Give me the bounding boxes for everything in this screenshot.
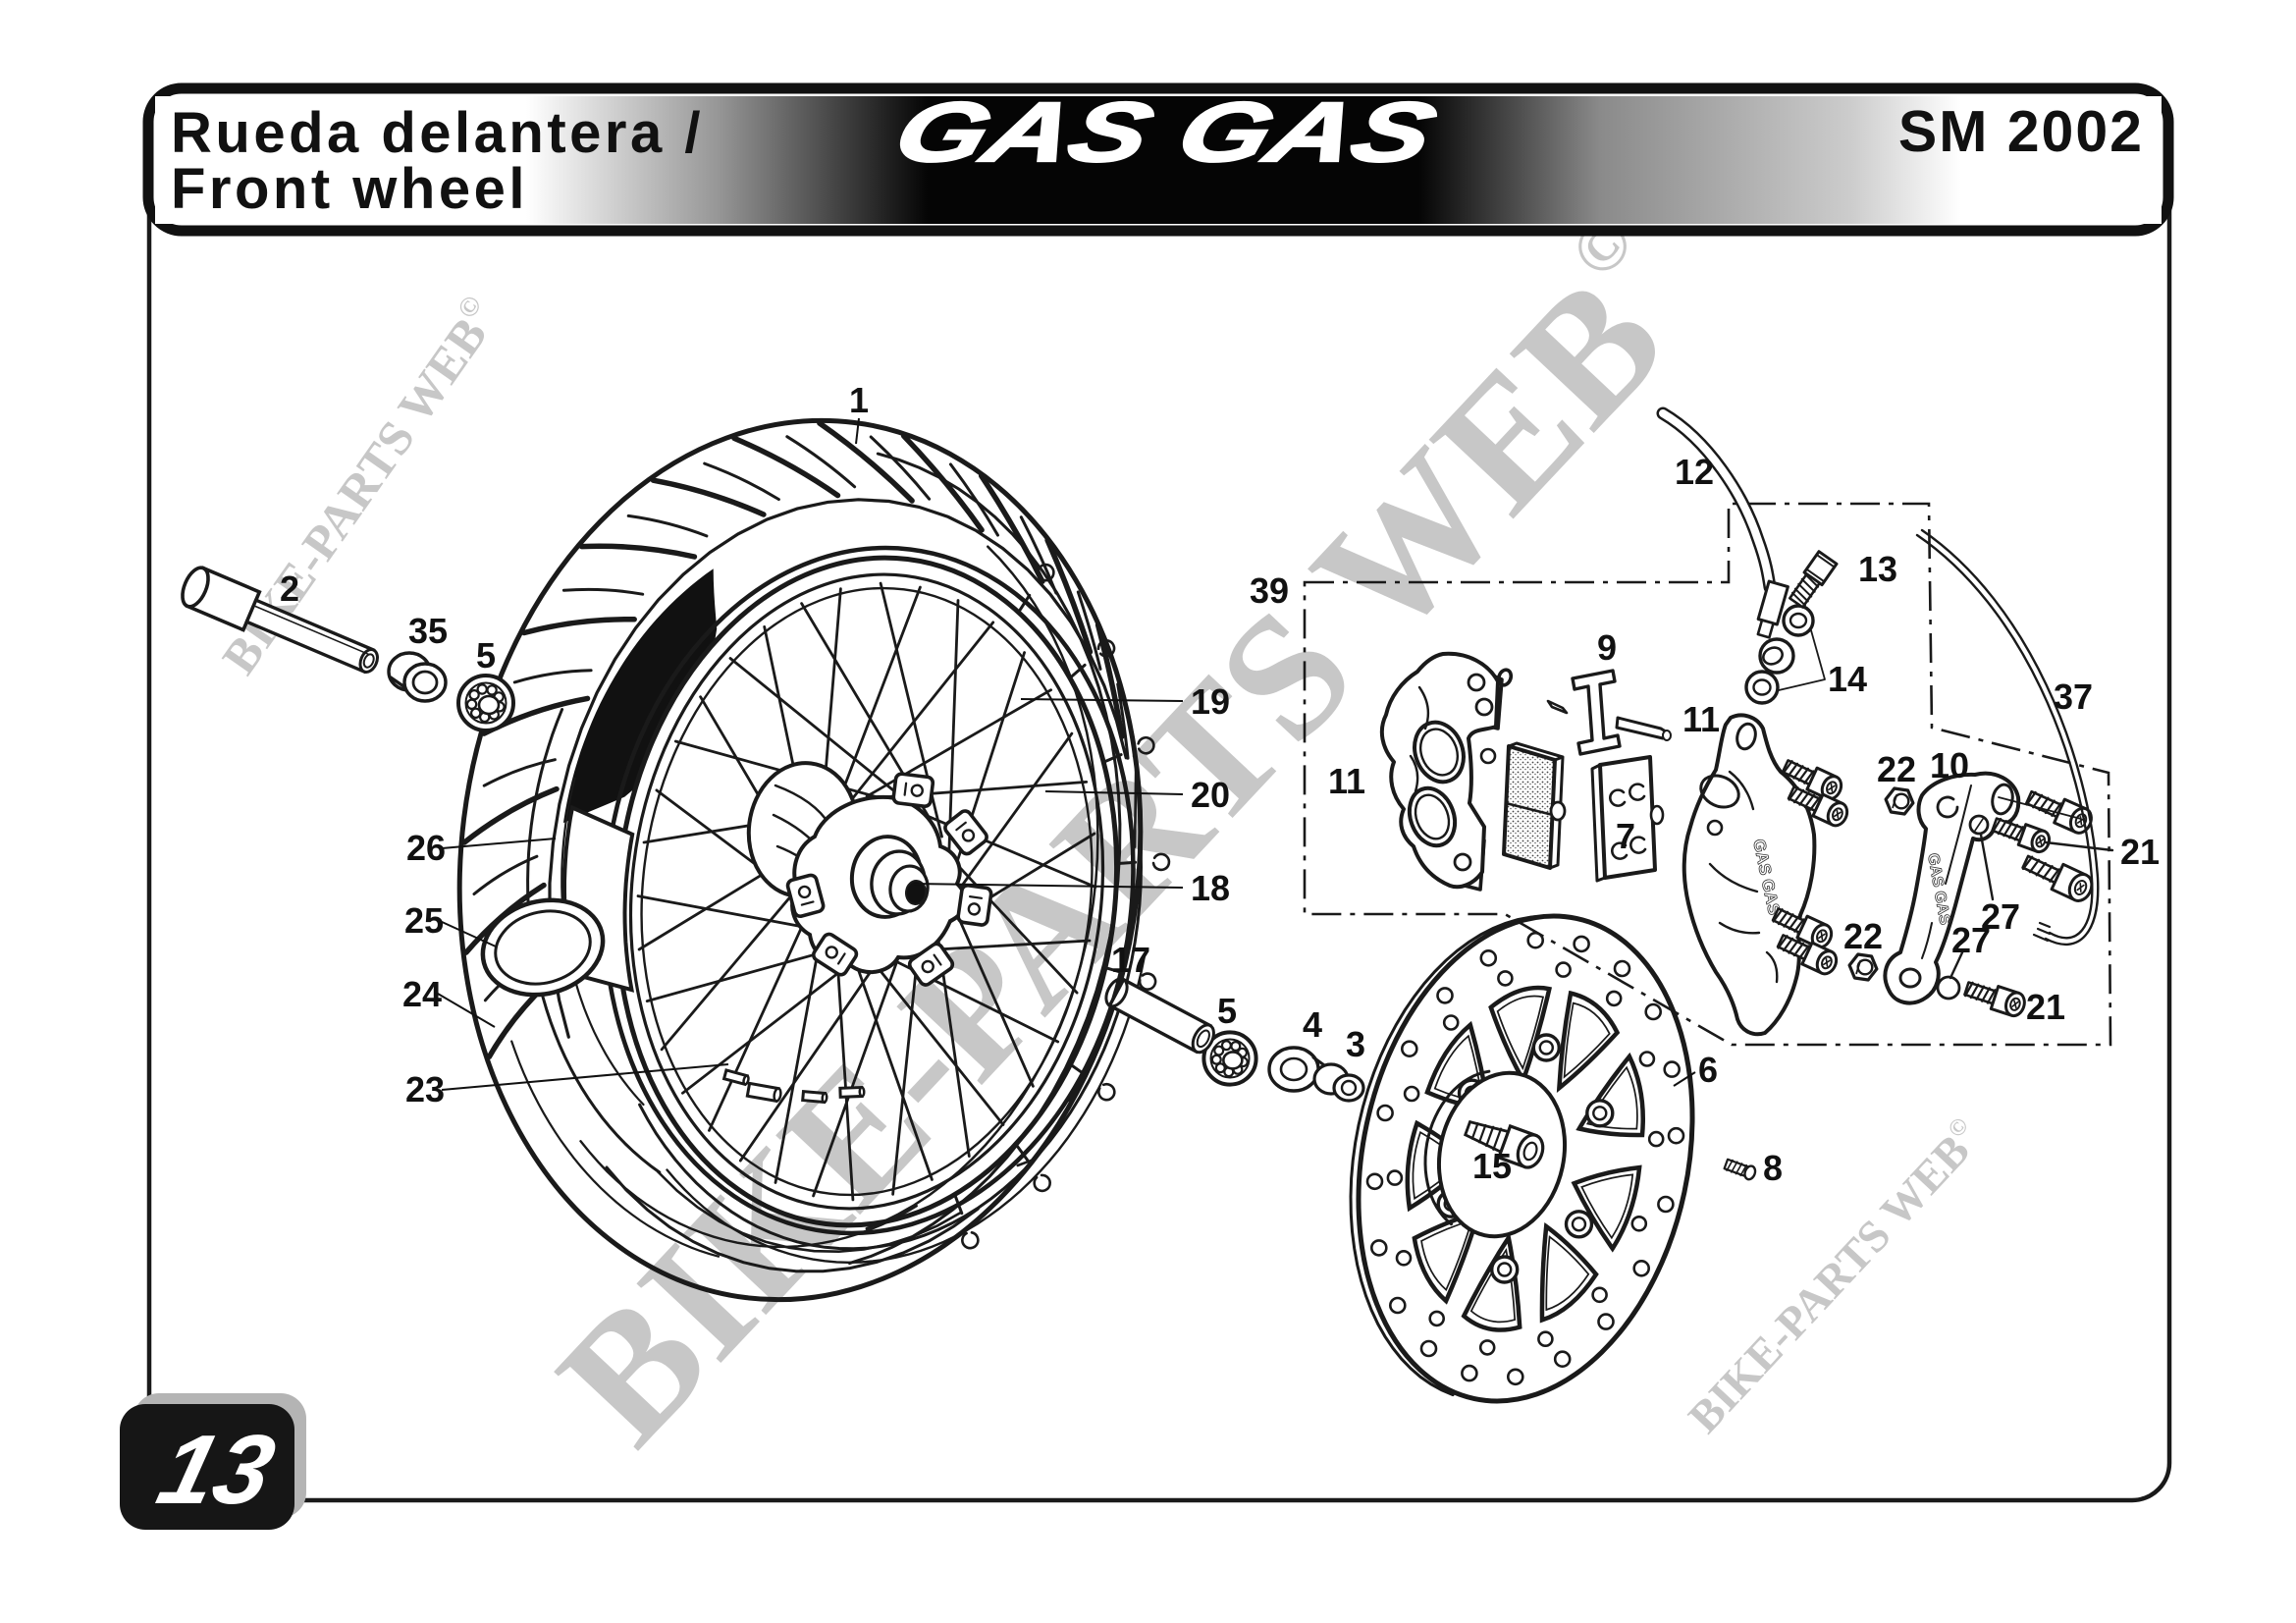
svg-text:24: 24 <box>402 974 442 1014</box>
svg-text:21: 21 <box>2120 832 2160 872</box>
svg-text:20: 20 <box>1191 775 1230 815</box>
svg-text:7: 7 <box>1616 816 1635 856</box>
svg-text:21: 21 <box>2026 987 2065 1027</box>
svg-text:23: 23 <box>405 1069 445 1109</box>
svg-text:8: 8 <box>1763 1148 1783 1188</box>
svg-text:6: 6 <box>1698 1050 1718 1090</box>
svg-text:15: 15 <box>1472 1146 1512 1186</box>
svg-text:2: 2 <box>280 568 299 609</box>
svg-text:39: 39 <box>1250 570 1289 611</box>
svg-text:12: 12 <box>1675 452 1714 492</box>
svg-text:25: 25 <box>404 900 444 941</box>
svg-text:22: 22 <box>1877 749 1916 789</box>
svg-text:Front wheel: Front wheel <box>171 157 528 221</box>
svg-text:27: 27 <box>1951 920 1991 960</box>
svg-text:GAS GAS: GAS GAS <box>884 85 1447 180</box>
svg-text:26: 26 <box>406 828 446 868</box>
svg-text:37: 37 <box>2054 676 2093 717</box>
svg-text:35: 35 <box>408 611 448 651</box>
svg-text:27: 27 <box>1981 896 2020 937</box>
svg-text:5: 5 <box>476 635 496 676</box>
svg-text:BIKE-PARTS WEB©: BIKE-PARTS WEB© <box>1679 1112 1991 1442</box>
svg-text:22: 22 <box>1843 916 1883 956</box>
svg-text:Rueda delantera /: Rueda delantera / <box>171 101 704 165</box>
svg-text:18: 18 <box>1191 868 1230 908</box>
svg-text:1: 1 <box>849 380 869 420</box>
svg-text:11: 11 <box>1682 699 1720 739</box>
svg-text:19: 19 <box>1191 681 1230 722</box>
svg-text:11: 11 <box>1328 761 1365 801</box>
svg-text:SM 2002: SM 2002 <box>1898 99 2144 164</box>
svg-text:14: 14 <box>1828 659 1867 699</box>
svg-text:10: 10 <box>1930 745 1969 785</box>
svg-text:3: 3 <box>1346 1024 1365 1064</box>
svg-text:13: 13 <box>1858 549 1897 589</box>
svg-text:9: 9 <box>1597 627 1617 668</box>
svg-text:17: 17 <box>1111 940 1150 980</box>
svg-text:5: 5 <box>1217 991 1237 1031</box>
svg-text:4: 4 <box>1303 1004 1322 1045</box>
